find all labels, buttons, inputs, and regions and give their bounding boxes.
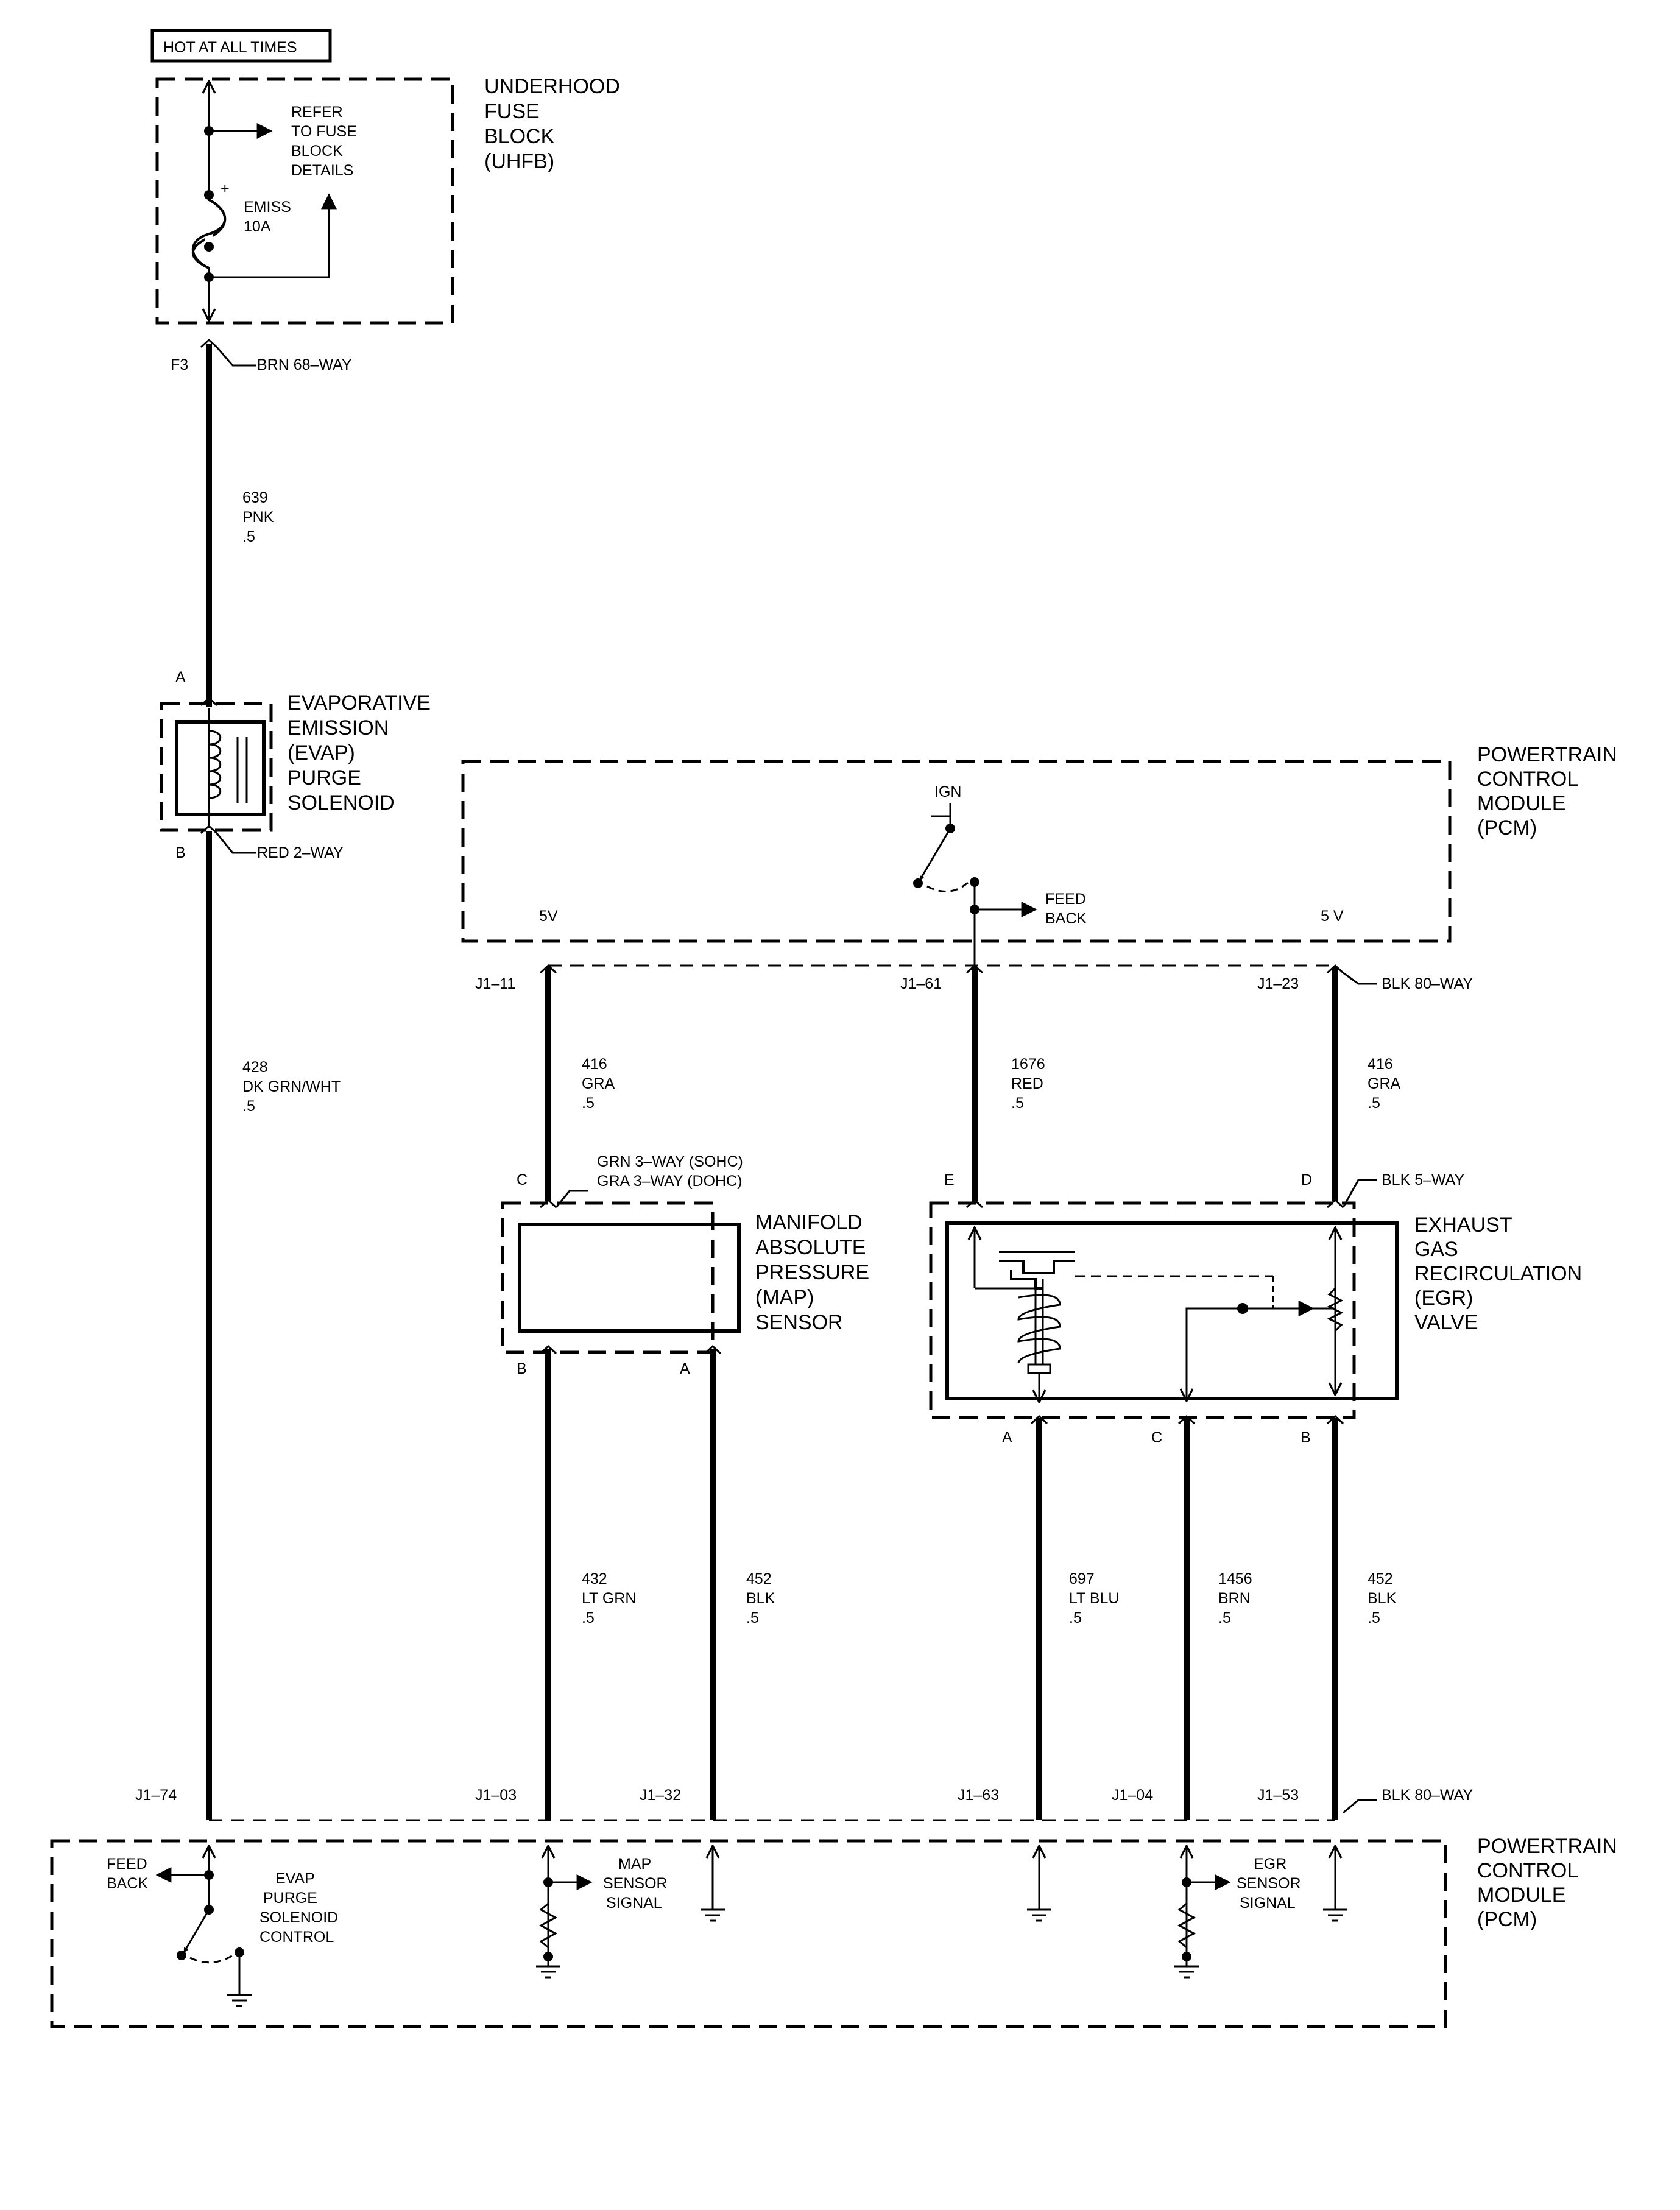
map-connector-label: GRN 3–WAY (SOHC) GRA 3–WAY (DOHC) xyxy=(597,1153,747,1190)
hot-at-all-times-label: HOT AT ALL TIMES xyxy=(163,39,297,56)
egr-pin-e-label: E xyxy=(944,1171,955,1188)
ground-icon xyxy=(1174,1957,1199,1979)
5v-left-label: 5V xyxy=(539,908,558,925)
egr-signal-label: EGR SENSOR SIGNAL xyxy=(1237,1855,1305,1912)
ground-icon xyxy=(227,1994,252,2007)
pcm-top: IGN FEED BACK 5V 5 V POWERTRAIN CONTROL … xyxy=(461,743,1623,987)
map-pin-c-label: C xyxy=(517,1171,528,1188)
fuse-plus-sign: + xyxy=(221,180,230,197)
wire-416-left-label: 416 GRA .5 xyxy=(582,1056,618,1112)
evap-control-label: EVAP PURGE SOLENOID CONTROL xyxy=(259,1870,342,1946)
pin-j1-04-label: J1–04 xyxy=(1112,1787,1153,1804)
fuse-emiss-label: EMISS 10A xyxy=(244,199,295,235)
map-title: MANIFOLD ABSOLUTE PRESSURE (MAP) SENSOR xyxy=(755,1211,875,1334)
egr-pin-c-label: C xyxy=(1151,1429,1162,1446)
evap-pin-a-label: A xyxy=(175,669,186,686)
feedback-label-top: FEED BACK xyxy=(1045,891,1090,927)
pin-j1-32-label: J1–32 xyxy=(640,1787,681,1804)
ign-switch xyxy=(919,828,951,881)
ground-icon xyxy=(1323,1908,1347,1922)
wire-416-right-label: 416 GRA .5 xyxy=(1368,1056,1404,1112)
map-sensor: C GRN 3–WAY (SOHC) GRA 3–WAY (DOHC) B A … xyxy=(501,1153,875,1377)
5v-right-label: 5 V xyxy=(1321,908,1344,925)
pcm-bottom: FEED BACK EVAP PURGE SOLENOID CONTROL xyxy=(50,1835,1623,2028)
solenoid-coil-icon xyxy=(208,730,222,799)
pin-j1-74-label: J1–74 xyxy=(135,1787,177,1804)
egr-valve-icon xyxy=(999,1251,1075,1274)
wire-428-label: 428 DK GRN/WHT .5 xyxy=(242,1059,345,1115)
underhood-fuse-block: + REFER TO FUSE BLOCK DETAILS EMISS 10A … xyxy=(155,75,626,325)
egr-pin-a-label: A xyxy=(1002,1429,1012,1446)
pcm-top-title: POWERTRAIN CONTROL MODULE (PCM) xyxy=(1477,743,1623,839)
evap-connector-label: RED 2–WAY xyxy=(257,844,344,861)
egr-pin-d-label: D xyxy=(1301,1171,1312,1188)
map-pin-b-label: B xyxy=(517,1360,527,1377)
wire-1456-label: 1456 BRN .5 xyxy=(1218,1570,1257,1626)
wire-1676-label: 1676 RED .5 xyxy=(1011,1056,1050,1112)
ground-icon xyxy=(701,1908,725,1922)
bottom-blk-80-way-label: BLK 80–WAY xyxy=(1382,1787,1473,1804)
wire-452-egr-label: 452 BLK .5 xyxy=(1368,1570,1400,1626)
pin-f3-label: F3 xyxy=(171,356,188,373)
wire-697-label: 697 LT BLU .5 xyxy=(1069,1570,1123,1626)
egr-title: EXHAUST GAS RECIRCULATION (EGR) VALVE xyxy=(1414,1213,1588,1334)
pin-j1-23-label: J1–23 xyxy=(1257,975,1299,992)
evap-driver-switch xyxy=(183,1909,210,1953)
wire-639-label: 639 PNK .5 xyxy=(242,489,278,545)
pcm-bottom-title: POWERTRAIN CONTROL MODULE (PCM) xyxy=(1477,1835,1623,1931)
top-pins: J1–11 J1–61 J1–23 BLK 80–WAY xyxy=(475,964,1473,992)
egr-pin-b-label: B xyxy=(1301,1429,1311,1446)
feedback-label-bottom: FEED BACK xyxy=(107,1855,152,1892)
uhfb-title: UNDERHOOD FUSE BLOCK (UHFB) xyxy=(484,75,626,173)
pin-j1-63-label: J1–63 xyxy=(958,1787,999,1804)
map-pin-a-label: A xyxy=(680,1360,690,1377)
fuse-output-arrow xyxy=(209,193,337,278)
connector-f3: F3 BRN 68–WAY xyxy=(171,338,352,373)
hot-at-all-times-box: HOT AT ALL TIMES xyxy=(150,29,332,63)
bottom-pins: J1–74 J1–03 J1–32 J1–63 J1–04 J1–53 BLK … xyxy=(135,1787,1473,1814)
evap-title: EVAPORATIVE EMISSION (EVAP) PURGE SOLENO… xyxy=(288,691,436,814)
wire-452-map-label: 452 BLK .5 xyxy=(746,1570,779,1626)
evap-pin-b-label: B xyxy=(175,844,186,861)
map-signal-label: MAP SENSOR SIGNAL xyxy=(603,1855,672,1912)
refer-label: REFER TO FUSE BLOCK DETAILS xyxy=(291,104,361,179)
ground-icon xyxy=(536,1957,560,1979)
pin-j1-53-label: J1–53 xyxy=(1257,1787,1299,1804)
egr-resistor-icon xyxy=(1177,1902,1196,1949)
wire-432-label: 432 LT GRN .5 xyxy=(582,1570,640,1626)
ground-icon xyxy=(1027,1908,1051,1922)
pin-j1-11-label: J1–11 xyxy=(475,975,515,992)
ign-label: IGN xyxy=(934,783,961,800)
egr-connector-label: BLK 5–WAY xyxy=(1382,1171,1464,1188)
pin-j1-03-label: J1–03 xyxy=(475,1787,517,1804)
egr-spring-icon xyxy=(1017,1294,1061,1364)
top-blk-80-way-label: BLK 80–WAY xyxy=(1382,975,1473,992)
egr-valve: E D BLK 5–WAY A C B EXHAUST GAS xyxy=(929,1171,1588,1446)
egr-potentiometer-icon xyxy=(1327,1287,1344,1332)
pin-j1-61-label: J1–61 xyxy=(900,975,942,992)
f3-connector-label: BRN 68–WAY xyxy=(257,356,352,373)
evap-purge-solenoid: A B RED 2–WAY EVAPORATIVE EMISSION (EVAP… xyxy=(160,669,436,861)
map-resistor-icon xyxy=(538,1902,558,1949)
